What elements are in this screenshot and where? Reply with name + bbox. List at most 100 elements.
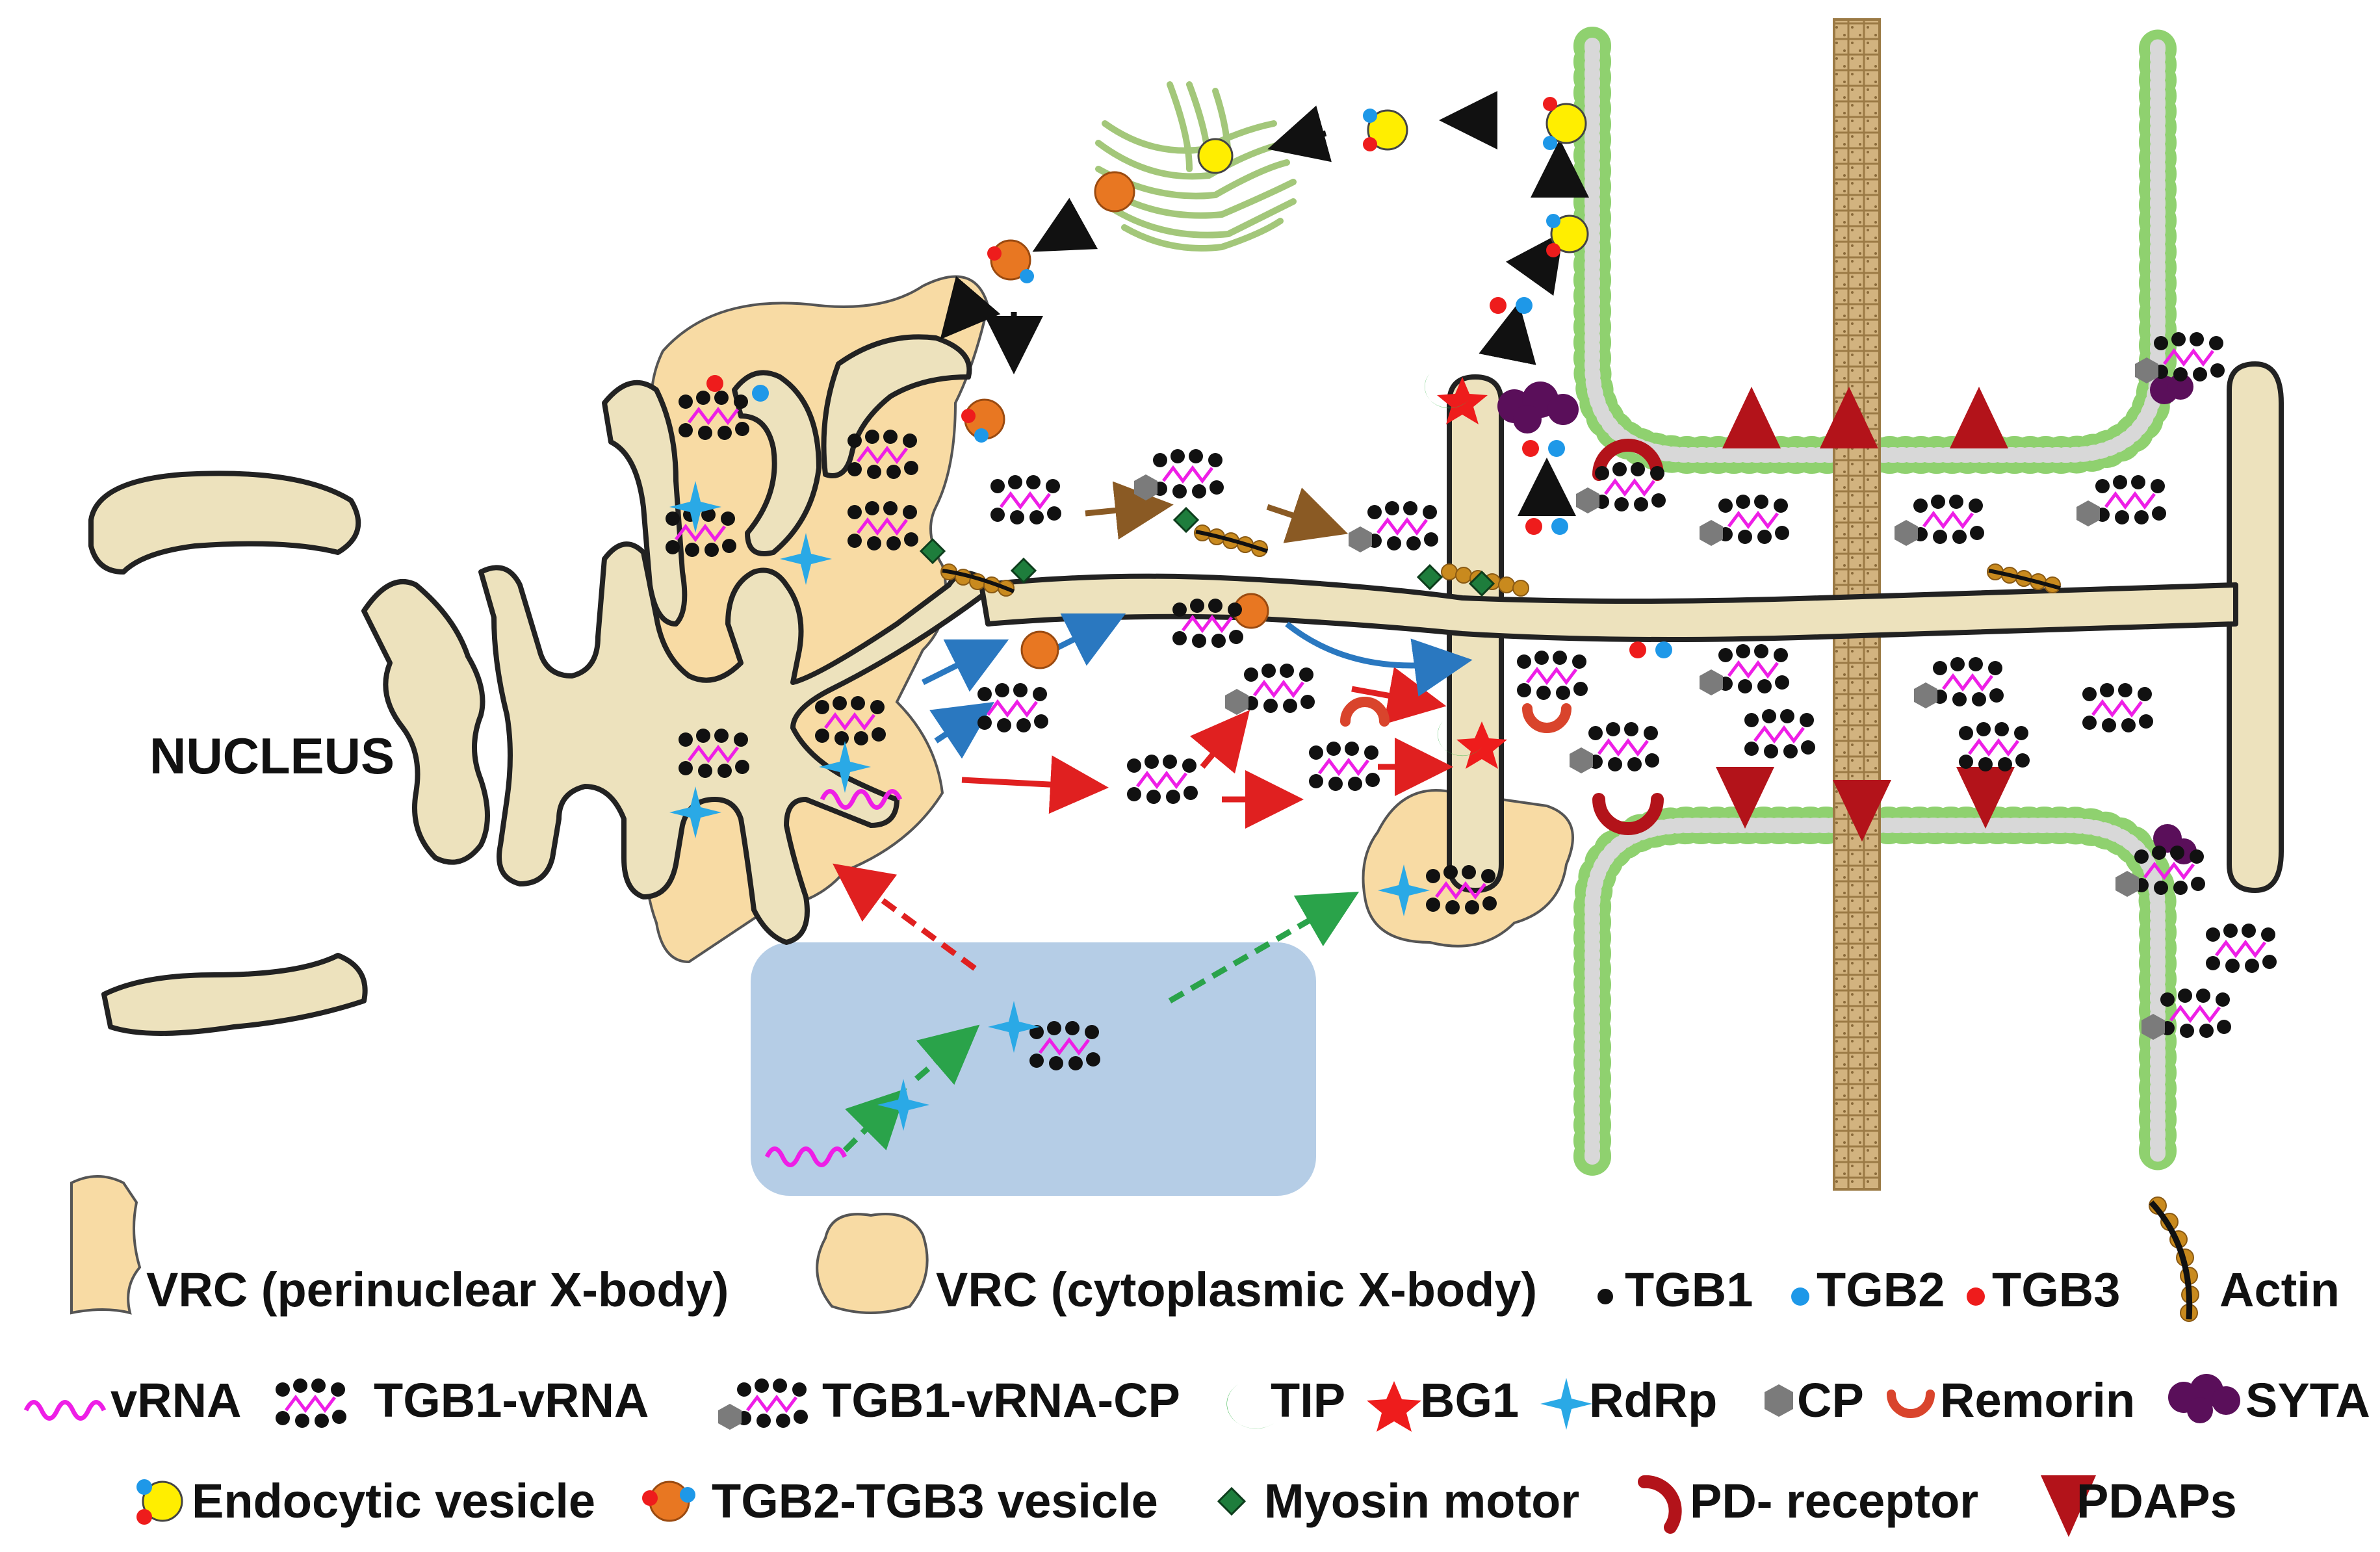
- bg1-star-icon: [1367, 1381, 1421, 1432]
- legend-tgb3: TGB3: [1992, 1263, 2120, 1317]
- legend-syta: SYTA: [2245, 1373, 2370, 1427]
- vesicle-trafficking-arrows: [940, 91, 1589, 516]
- tgb1-vrna-cp-complex: [2141, 989, 2231, 1040]
- tgb1-vrna-complex: [847, 430, 918, 479]
- vrna-squiggle: [820, 789, 903, 810]
- endocytic-vesicles: [1197, 97, 1589, 257]
- legend-myosin-motor: Myosin motor: [1264, 1474, 1579, 1528]
- legend-remorin: Remorin: [1940, 1373, 2135, 1427]
- tgb1-vrna-complex: [1309, 742, 1380, 791]
- legend: VRC (perinuclear X-body) VRC (cytoplasmi…: [23, 1175, 2370, 1537]
- tgb1-vrna-cp-complex: [1700, 644, 1789, 695]
- actin-movement-arrows: [1085, 481, 1349, 543]
- legend-vrc-cytoplasmic: VRC (cytoplasmic X-body): [936, 1263, 1537, 1317]
- tip-icon: [1226, 1384, 1274, 1429]
- pd-receptors: [1592, 439, 1664, 835]
- nucleus-er-network: [88, 334, 2238, 1036]
- rdrp-star: [819, 741, 871, 793]
- tgb1-vrna-complex: [1744, 709, 1815, 758]
- tgb1-vrna-complex: [1426, 865, 1497, 914]
- vrc-perinuclear-icon: [70, 1175, 142, 1315]
- tgb1-vrna-complex: [990, 475, 1061, 524]
- legend-vrc-perinuclear: VRC (perinuclear X-body): [146, 1263, 729, 1317]
- rdrp-star: [780, 533, 832, 585]
- tgb1-vrna-complex: [666, 508, 736, 557]
- tgb2-tgb3-vesicles: [961, 171, 1269, 669]
- actin-icon: [2149, 1196, 2199, 1322]
- tgb1-vrna-cp-complex: [1576, 462, 1666, 513]
- tgb1-vrna-cp-complex: [1570, 722, 1659, 773]
- tgb1-vrna-complex: [1029, 1021, 1100, 1070]
- rdrp-star: [988, 1001, 1040, 1053]
- legend-cp: CP: [1797, 1373, 1864, 1427]
- endocytic-vesicle-icon: [136, 1479, 183, 1525]
- rdrp-star: [1378, 864, 1430, 916]
- syta-icon: [2168, 1374, 2240, 1423]
- rdrp-stars: [669, 481, 1430, 1167]
- golgi-apparatus: [1095, 81, 1297, 252]
- tgb1-vrna-icon: [276, 1378, 346, 1428]
- desmotubule-right: [2227, 361, 2284, 894]
- tgb1-vrna-cp-complex: [1700, 495, 1789, 546]
- tgb1-vrna-cp-complex: [718, 1378, 808, 1430]
- legend-actin: Actin: [2219, 1263, 2340, 1317]
- vrna-squiggle: [764, 1146, 847, 1167]
- legend-pd-receptor: PD- receptor: [1690, 1474, 1978, 1528]
- tgb1-vrna-complex: [1959, 722, 2030, 771]
- entry-box: [751, 942, 1316, 1196]
- tgb1-vrna-cp-complex: [2076, 475, 2166, 526]
- vrc-cytoplasmic-icon: [816, 1213, 929, 1314]
- legend-endocytic-vesicle: Endocytic vesicle: [192, 1474, 595, 1528]
- legend-tgb1-vrna-cp: TGB1-vRNA-CP: [822, 1373, 1180, 1427]
- tgb1-vrna-cp-complex: [2135, 332, 2225, 383]
- vrna-icon: [23, 1400, 107, 1421]
- nucleus-label: NUCLEUS: [149, 727, 395, 784]
- tgb1-vrna-complex: [977, 683, 1048, 732]
- rdrp-icon: [1540, 1378, 1592, 1430]
- tgb1-vrna-cp-complex: [1225, 664, 1315, 715]
- dashed-entry-arrows: [833, 863, 1360, 1153]
- legend-vrna: vRNA: [110, 1373, 241, 1427]
- blue-movement-arrows: [921, 613, 1473, 759]
- legend-bg1: BG1: [1420, 1373, 1519, 1427]
- tgb1-vrna-complex: [1172, 599, 1243, 648]
- plasma-membrane-upper: [1573, 27, 2177, 474]
- legend-tgb1-vrna: TGB1-vRNA: [374, 1373, 649, 1427]
- tgb1-vrna-complex: [1517, 651, 1588, 700]
- tgb1-vrna-cp-icon: [718, 1378, 808, 1430]
- tgb1-vrna-complex: [2082, 683, 2153, 732]
- tgb3-dot-icon: [1967, 1287, 1985, 1306]
- rdrp-star: [669, 481, 721, 533]
- tgb1-vrna-complex: [1127, 755, 1198, 804]
- tgb1-vrna-complex: [679, 729, 749, 778]
- tgb1-vrna-complexes: [666, 332, 2277, 1070]
- tgb1-vrna-cp-complex: [1914, 657, 2004, 708]
- myosin-diamond-icon: [1217, 1486, 1247, 1516]
- syta-clusters: [1497, 374, 2197, 864]
- legend-tgb1: TGB1: [1625, 1263, 1753, 1317]
- tgb-dots: [706, 297, 1672, 658]
- pd-receptor-icon: [1638, 1475, 1682, 1534]
- tgb1-vrna-cp-complex: [2115, 846, 2205, 897]
- legend-tgb2-tgb3-vesicle: TGB2-TGB3 vesicle: [712, 1474, 1158, 1528]
- cp-hexagon-icon: [1765, 1384, 1793, 1417]
- tgb1-vrna-complex: [815, 696, 886, 745]
- actin-filaments: [940, 524, 2061, 597]
- tgb1-vrna-complex: [2206, 924, 2277, 973]
- rdrp-star: [877, 1079, 929, 1131]
- red-movement-arrows: [961, 667, 1453, 829]
- pdaps-triangle-icon: [2041, 1475, 2096, 1537]
- tgb1-vrna-complex: [847, 501, 918, 550]
- myosin-motors: [919, 506, 1495, 597]
- remorin-shapes: [1340, 697, 1572, 733]
- tgb1-vrna-cp-complex: [1349, 501, 1438, 552]
- tgb1-dot-icon: [1597, 1289, 1613, 1304]
- rdrp-star: [1540, 1378, 1592, 1430]
- tgb2-tgb3-vesicle-icon: [642, 1481, 695, 1522]
- tgb1-vrna-complex: [679, 391, 749, 440]
- legend-pdaps: PDAPs: [2076, 1474, 2237, 1528]
- legend-tgb2: TGB2: [1817, 1263, 1945, 1317]
- bg1-stars: [1437, 377, 1507, 769]
- legend-tip: TIP: [1271, 1373, 1345, 1427]
